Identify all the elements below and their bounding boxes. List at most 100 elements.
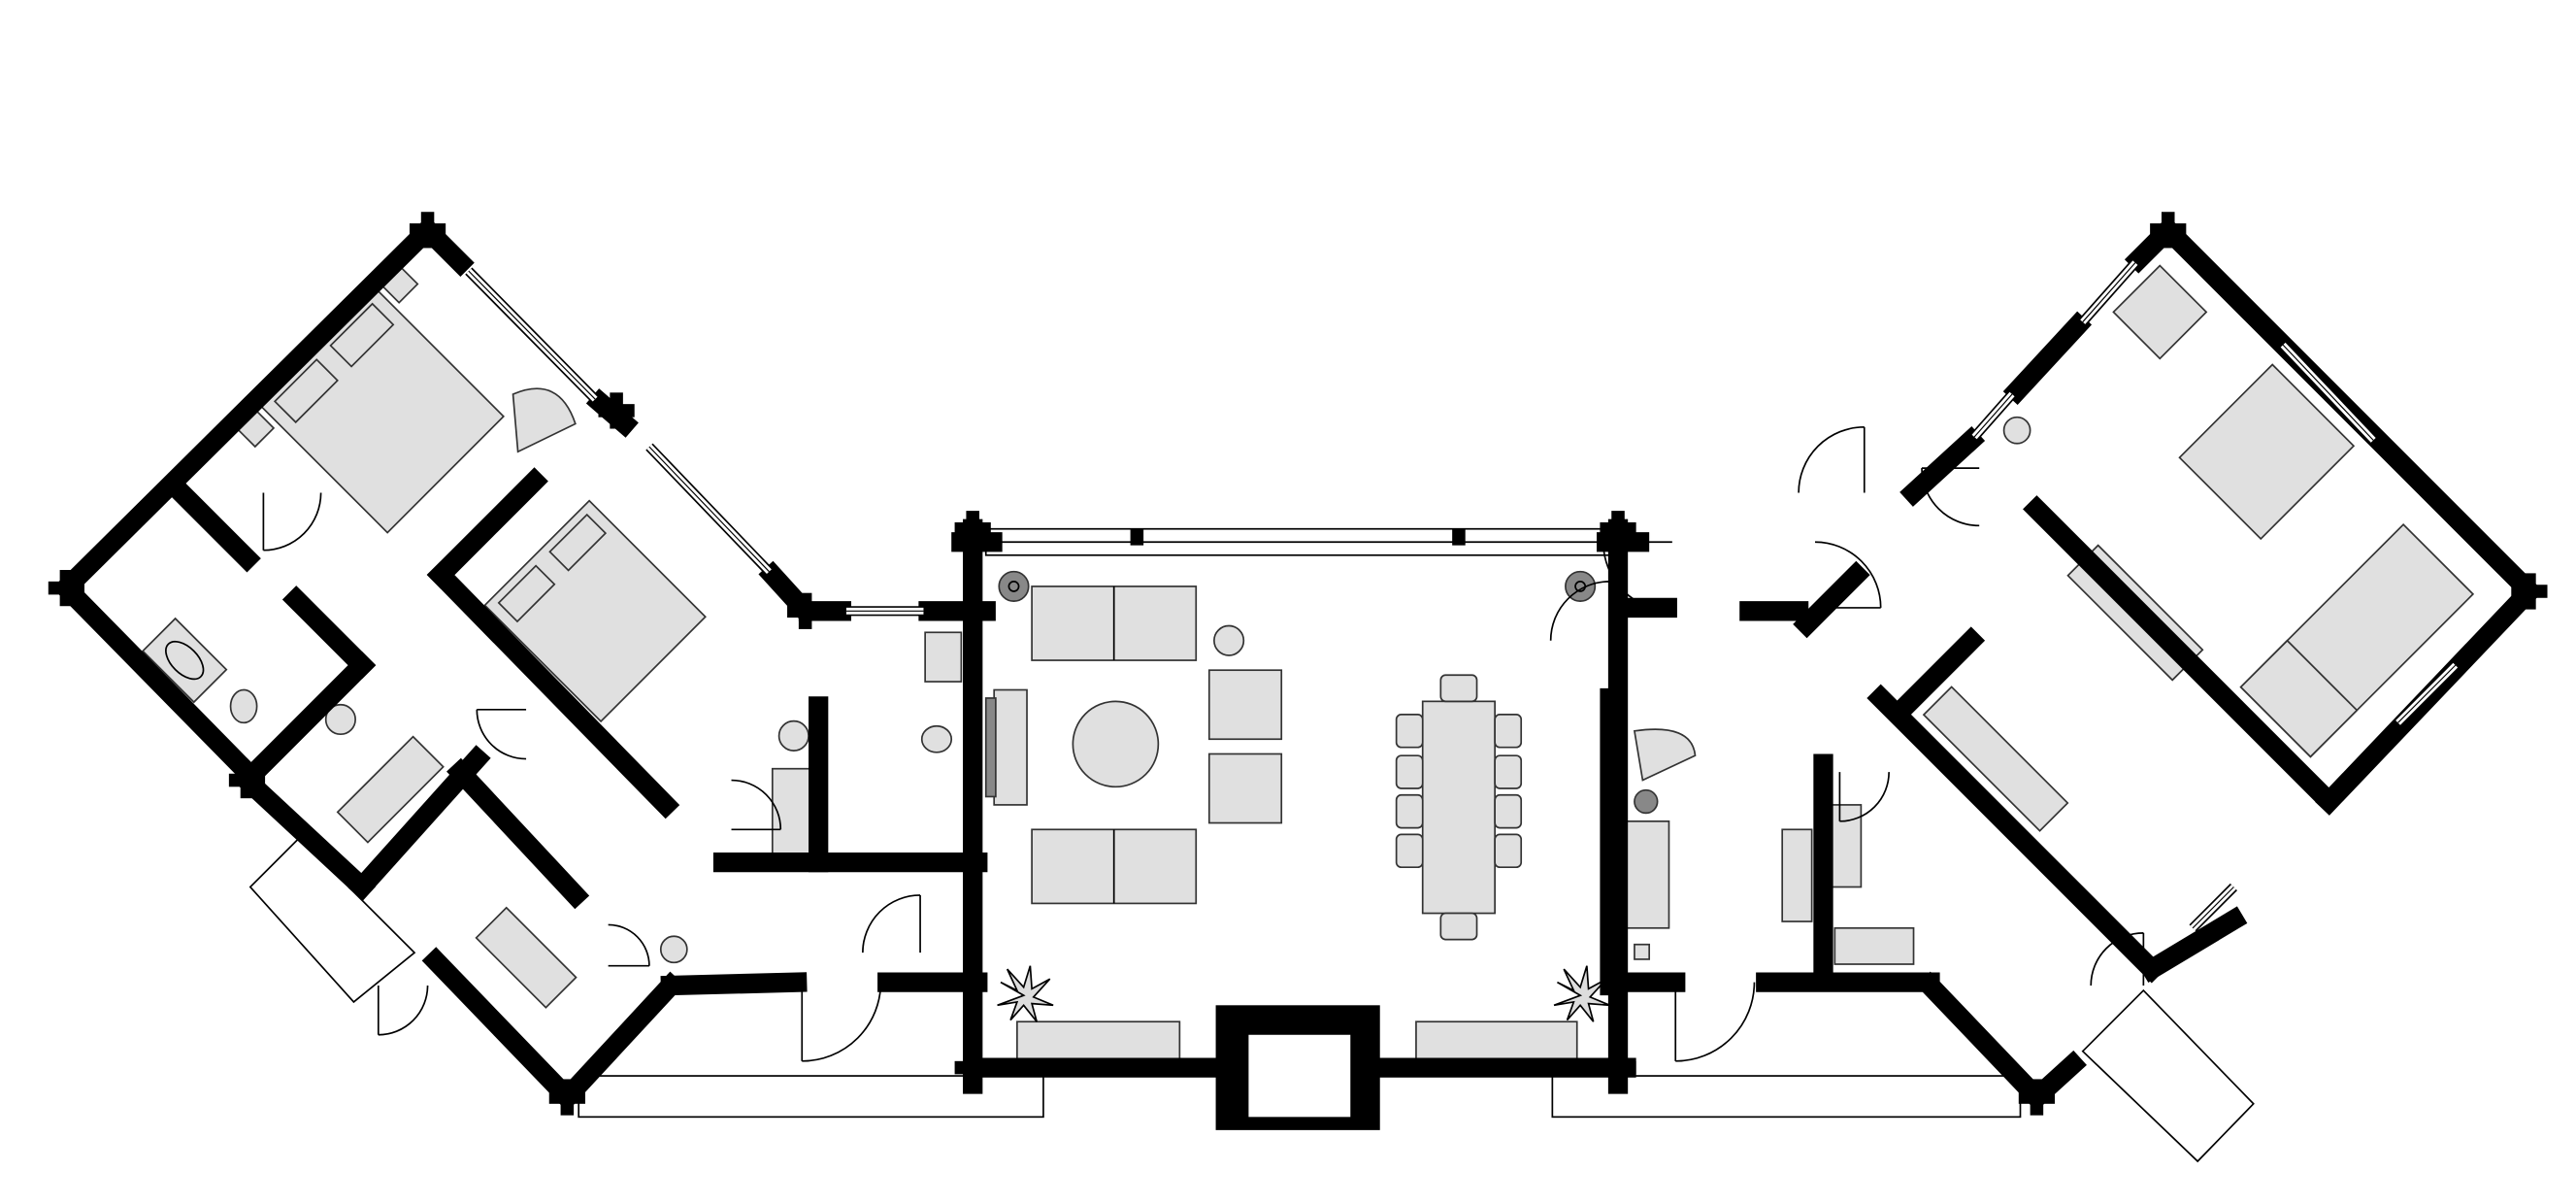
door-swing bbox=[1798, 425, 1866, 493]
bathtub-left bbox=[141, 617, 228, 704]
wall bbox=[233, 766, 377, 901]
dining-chair bbox=[1439, 674, 1478, 703]
door-swing bbox=[1838, 772, 1890, 822]
armchair-round bbox=[1633, 728, 1697, 782]
door-swing bbox=[731, 779, 782, 831]
wall-post bbox=[966, 1049, 979, 1087]
wall-post bbox=[2161, 212, 2175, 249]
cabinet bbox=[1781, 828, 1813, 922]
chaise bbox=[1625, 819, 1670, 929]
dining-chair bbox=[1395, 793, 1424, 829]
wall-post bbox=[59, 570, 74, 607]
side-table bbox=[1213, 624, 1245, 656]
window-pane bbox=[2282, 344, 2374, 441]
wall bbox=[2137, 906, 2248, 984]
wall-post bbox=[610, 392, 623, 429]
nightstand bbox=[2112, 264, 2208, 360]
dining-table bbox=[1421, 700, 1496, 915]
door-swing bbox=[801, 982, 882, 1062]
wall bbox=[446, 757, 590, 910]
wall bbox=[553, 971, 685, 1112]
dining-chair bbox=[1494, 714, 1523, 749]
door-swing bbox=[377, 986, 429, 1036]
wall-post bbox=[798, 592, 812, 629]
wardrobe bbox=[336, 735, 445, 844]
box bbox=[1634, 943, 1651, 960]
armchair bbox=[1207, 669, 1283, 741]
desk-right bbox=[1922, 686, 2069, 832]
sideboard bbox=[1016, 1020, 1181, 1060]
bed-second-bedroom bbox=[483, 499, 707, 723]
dining-chair bbox=[1395, 754, 1424, 789]
bathtub-right bbox=[1833, 926, 1915, 965]
coffee-table bbox=[1072, 700, 1160, 788]
wall bbox=[52, 216, 442, 602]
wall bbox=[426, 467, 548, 589]
toilet-icon bbox=[920, 724, 953, 753]
side-table bbox=[324, 703, 356, 736]
window-pane bbox=[648, 446, 770, 573]
wall bbox=[52, 574, 265, 789]
tv bbox=[984, 697, 997, 798]
dining-chair bbox=[1395, 714, 1424, 749]
wall bbox=[421, 947, 581, 1112]
master-bed-left bbox=[235, 264, 505, 534]
window-pane bbox=[1973, 393, 2013, 438]
armchair-round bbox=[512, 387, 577, 453]
window-post bbox=[1130, 528, 1144, 546]
dining-chair bbox=[1494, 833, 1523, 869]
wall-post bbox=[1611, 1049, 1625, 1087]
plant-icon bbox=[1553, 965, 1610, 1022]
window-post bbox=[1452, 528, 1466, 546]
side-table bbox=[2002, 416, 2031, 445]
toilet-icon bbox=[229, 688, 258, 724]
door-swing bbox=[262, 492, 322, 552]
living-room bbox=[984, 527, 1611, 1130]
balcony-small-right bbox=[2081, 988, 2255, 1163]
chimney-flue bbox=[1248, 1034, 1351, 1118]
wall bbox=[167, 479, 261, 573]
sofa-corner-right bbox=[2239, 522, 2475, 758]
dining-chair bbox=[1395, 833, 1424, 869]
door-swing bbox=[1674, 982, 1756, 1062]
wall-post bbox=[560, 1079, 575, 1116]
wall bbox=[233, 651, 377, 794]
dining-set bbox=[1395, 674, 1523, 941]
bathroom-vanity bbox=[475, 906, 578, 1009]
plant-icon bbox=[997, 965, 1054, 1022]
wall bbox=[281, 585, 377, 680]
bed-right bbox=[2178, 363, 2356, 541]
wall bbox=[1793, 560, 1870, 639]
dining-chair bbox=[1494, 793, 1523, 829]
floor-lamp bbox=[998, 570, 1030, 602]
wall-post bbox=[966, 511, 979, 548]
window-pane bbox=[2192, 886, 2234, 929]
door-swing bbox=[862, 894, 921, 953]
tv-cabinet bbox=[993, 688, 1028, 806]
balcony-small-left bbox=[248, 836, 416, 1004]
window-pane bbox=[2082, 262, 2136, 322]
wall bbox=[660, 972, 808, 996]
wall-post bbox=[420, 212, 435, 249]
side-table bbox=[777, 719, 809, 752]
walls bbox=[48, 212, 2548, 1116]
window-pane bbox=[468, 270, 596, 400]
sideboard bbox=[1415, 1020, 1578, 1060]
wall bbox=[2023, 495, 2330, 803]
wall bbox=[1916, 971, 2051, 1112]
wall bbox=[426, 560, 680, 819]
door-swing bbox=[476, 708, 527, 760]
chair bbox=[1831, 804, 1863, 888]
side-table bbox=[659, 935, 688, 964]
wall-post bbox=[240, 761, 254, 799]
window-pane bbox=[2397, 664, 2457, 723]
armchair bbox=[1207, 752, 1283, 824]
floor-lamp bbox=[1634, 788, 1659, 815]
wall-post bbox=[2030, 1079, 2044, 1116]
dining-chair bbox=[1439, 912, 1478, 941]
dining-chair bbox=[1494, 754, 1523, 789]
door-swing bbox=[608, 923, 650, 967]
wall bbox=[2002, 311, 2093, 405]
wall-post bbox=[1611, 511, 1625, 548]
